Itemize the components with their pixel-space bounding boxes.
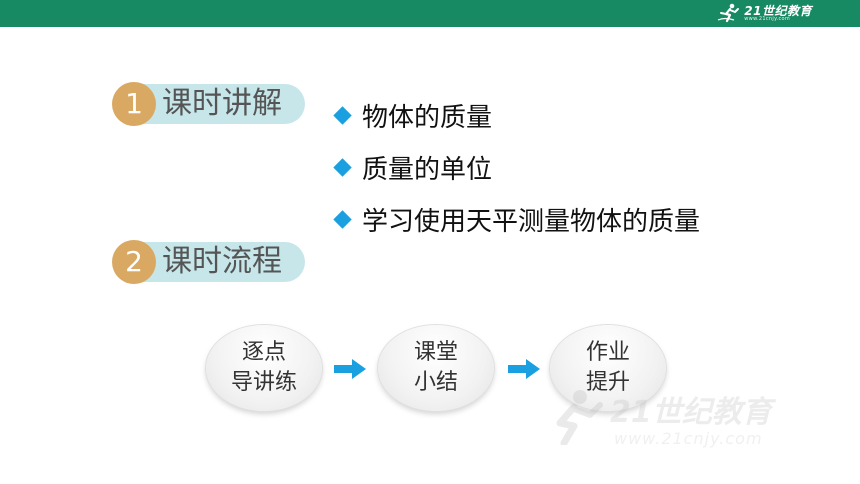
runner-logo-icon (718, 3, 740, 23)
topic-text: 物体的质量 (362, 102, 493, 133)
section-label: 课时流程 (162, 244, 282, 279)
section-lesson-process: 2 课时流程 (112, 240, 305, 284)
topic-item: 学习使用天平测量物体的质量 (332, 193, 700, 245)
flow-step-line: 逐点 (241, 340, 286, 365)
topic-item: 质量的单位 (332, 141, 700, 193)
flow-step-line: 作业 (585, 340, 630, 365)
watermark-subtext: www.21cnjy.com (614, 429, 763, 448)
diamond-bullet-icon (333, 209, 352, 229)
topic-item: 物体的质量 (332, 89, 700, 141)
flow-step-line: 提升 (585, 370, 630, 395)
topic-text: 学习使用天平测量物体的质量 (362, 206, 701, 237)
diamond-bullet-icon (333, 105, 352, 125)
brand-logo: 21世纪教育 www.21cnjy.com (717, 3, 812, 23)
flow-step-point-practice: 逐点 导讲练 (206, 325, 322, 411)
section-lesson-explanation: 1 课时讲解 (112, 82, 305, 126)
section-label: 课时讲解 (162, 86, 282, 121)
diamond-bullet-icon (333, 157, 352, 177)
topic-text: 质量的单位 (362, 154, 493, 185)
logo-text: 21世纪教育 (744, 3, 812, 18)
right-arrow-icon (508, 359, 540, 379)
topic-list: 物体的质量 质量的单位 学习使用天平测量物体的质量 (332, 89, 700, 245)
flow-step-line: 导讲练 (230, 370, 297, 395)
flow-step-line: 小结 (413, 370, 458, 395)
top-banner: 21世纪教育 www.21cnjy.com (0, 0, 860, 27)
section-number: 1 (112, 82, 156, 126)
flow-step-homework: 作业 提升 (550, 325, 666, 411)
flow-step-line: 课堂 (413, 340, 458, 365)
logo-subtext: www.21cnjy.com (744, 15, 791, 22)
right-arrow-icon (334, 359, 366, 379)
section-number: 2 (112, 240, 156, 284)
flow-step-class-summary: 课堂 小结 (378, 325, 494, 411)
